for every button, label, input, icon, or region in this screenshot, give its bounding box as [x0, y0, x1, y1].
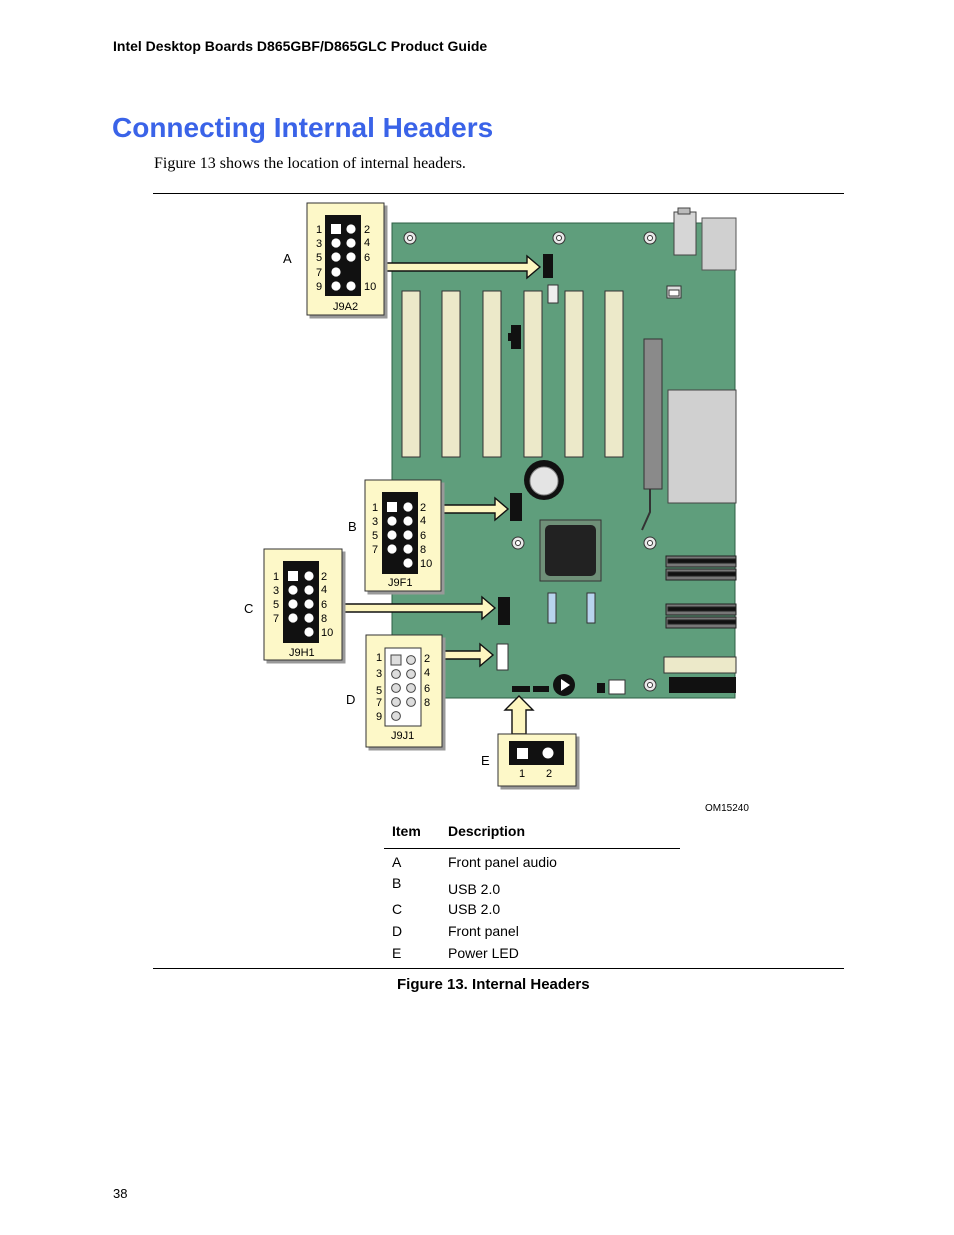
pin-label: 6 — [364, 252, 370, 264]
callout-a-j9a2: 1 3 5 7 9 2 4 6 10 J9A2 A — [283, 202, 385, 316]
pin-label: 2 — [321, 571, 327, 583]
pin-label: 7 — [376, 697, 382, 709]
pin-label: 4 — [424, 667, 430, 679]
pin-label: 6 — [420, 530, 426, 542]
pin-label: 8 — [424, 697, 430, 709]
callout-letter: E — [481, 753, 490, 768]
item-cell: C — [392, 900, 403, 917]
figure-top-rule — [153, 193, 844, 194]
pin-label: 4 — [321, 584, 327, 596]
table-row: E Power LED — [384, 945, 680, 967]
pin-label: 5 — [316, 252, 322, 264]
pin-label: 4 — [420, 515, 426, 527]
pin-label: 2 — [424, 653, 430, 665]
intro-paragraph: Figure 13 shows the location of internal… — [154, 155, 466, 172]
pin-label: 10 — [420, 558, 432, 570]
pin-label: 3 — [316, 238, 322, 250]
pin-label: 9 — [316, 281, 322, 293]
callout-arrows — [341, 254, 542, 735]
pin-label: 1 — [273, 571, 279, 583]
items-table: Item Description A Front panel audio B U… — [384, 823, 680, 967]
pin-label: 3 — [273, 585, 279, 597]
pin-label: 8 — [321, 613, 327, 625]
header-name: J9A2 — [333, 301, 358, 313]
item-cell: A — [392, 854, 402, 870]
arrow-e — [503, 695, 535, 735]
pin-label: 7 — [273, 613, 279, 625]
callout-c-j9h1: 1 3 5 7 2 4 6 8 10 J9H1 C — [244, 548, 343, 661]
figure-code: OM15240 — [705, 803, 749, 814]
callout-b-j9f1: 1 3 5 7 2 4 6 8 10 J9F1 B — [348, 479, 442, 592]
pin-label: 9 — [376, 711, 382, 723]
callout-letter: B — [348, 519, 357, 534]
pin-label: 1 — [519, 768, 525, 780]
column-header-item: Item — [384, 823, 440, 849]
figure-caption: Figure 13. Internal Headers — [397, 976, 590, 993]
pin-label: 3 — [376, 668, 382, 680]
description-cell: Front panel — [448, 922, 519, 939]
arrow-c — [341, 595, 497, 621]
pin-label: 1 — [376, 652, 382, 664]
pin-label: 7 — [316, 267, 322, 279]
pin-label: 2 — [420, 502, 426, 514]
pin-label: 1 — [316, 224, 322, 236]
table-row: A Front panel audio — [384, 849, 680, 875]
pin-label: 5 — [273, 599, 279, 611]
pin-label: 2 — [364, 224, 370, 236]
figure-bottom-rule — [153, 968, 844, 969]
pin-label: 2 — [546, 768, 552, 780]
arrow-a — [384, 254, 542, 280]
pin-label: 3 — [372, 516, 378, 528]
item-cell: E — [392, 944, 402, 961]
callout-letter: A — [283, 251, 292, 266]
motherboard — [391, 207, 737, 699]
description-cell: USB 2.0 — [448, 880, 501, 897]
table-row: B USB 2.0 — [384, 875, 680, 901]
pin-label: 6 — [321, 599, 327, 611]
dimm-slots — [665, 555, 737, 629]
arrow-b — [440, 496, 510, 522]
description-cell: Front panel audio — [448, 854, 557, 870]
pin-label: 10 — [321, 627, 333, 639]
pin-label: 7 — [372, 544, 378, 556]
pin-label: 5 — [376, 685, 382, 697]
table-row: D Front panel — [384, 923, 680, 945]
pin-label: 8 — [420, 544, 426, 556]
callout-e-power-led: 1 2 E — [481, 733, 577, 787]
pin-label: 6 — [424, 683, 430, 695]
table-header-row: Item Description — [384, 823, 680, 849]
table-row: C USB 2.0 — [384, 901, 680, 923]
pin-label: 5 — [372, 530, 378, 542]
page-number: 38 — [113, 1186, 128, 1201]
pin-label: 4 — [364, 237, 370, 249]
header-name: J9H1 — [289, 647, 315, 659]
header-name: J9F1 — [388, 577, 412, 589]
pin-label: 1 — [372, 502, 378, 514]
description-cell: USB 2.0 — [448, 900, 501, 917]
item-cell: B — [392, 874, 402, 891]
section-title: Connecting Internal Headers — [112, 112, 494, 143]
pci-slots — [401, 290, 624, 458]
header-name: J9J1 — [391, 730, 414, 742]
arrow-d — [441, 642, 495, 668]
running-header: Intel Desktop Boards D865GBF/D865GLC Pro… — [113, 38, 488, 54]
item-cell: D — [392, 922, 403, 939]
callout-d-j9j1: 1 3 5 7 9 2 4 6 8 J9J1 D — [346, 634, 443, 748]
description-cell: Power LED — [448, 944, 519, 961]
callout-letter: D — [346, 692, 355, 707]
pin-label: 10 — [364, 281, 376, 293]
column-header-description: Description — [440, 823, 680, 849]
callout-letter: C — [244, 601, 253, 616]
